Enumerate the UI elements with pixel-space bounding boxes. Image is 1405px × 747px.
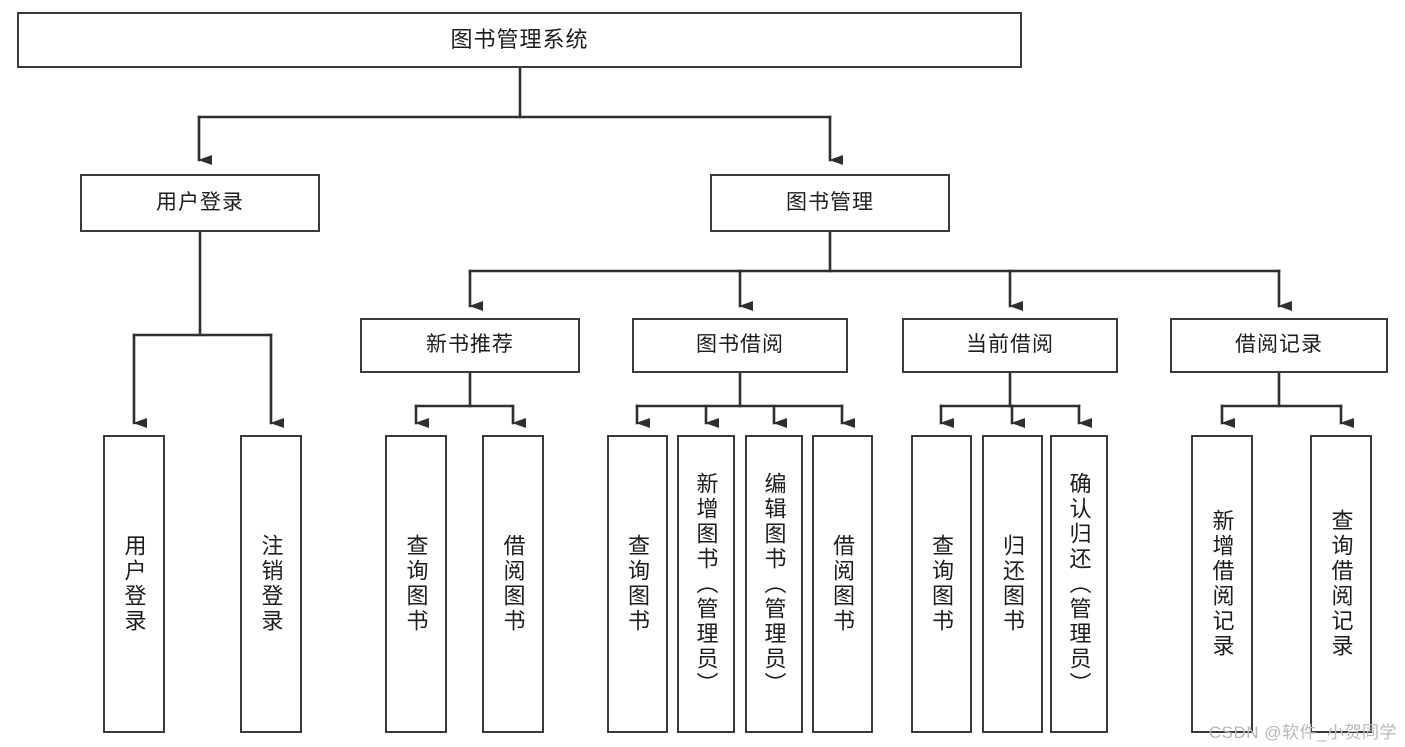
node-user-login-label: 用户登录 <box>156 190 244 214</box>
node-book-management[interactable]: 图书管理 <box>710 174 950 232</box>
leaf-node-label: 注销登录 <box>258 534 284 634</box>
leaf-node[interactable]: 查询图书 <box>607 435 668 733</box>
node-borrow-record[interactable]: 借阅记录 <box>1170 318 1388 373</box>
leaf-node[interactable]: 查询借阅记录 <box>1310 435 1372 733</box>
leaf-node-label: 新增借阅记录 <box>1209 509 1235 659</box>
leaf-node-label: 确认归还（管理员） <box>1066 471 1092 697</box>
node-new-book-recommend-label: 新书推荐 <box>426 333 514 357</box>
leaf-node-label: 借阅图书 <box>500 534 526 634</box>
leaf-node[interactable]: 借阅图书 <box>482 435 544 733</box>
leaf-node[interactable]: 确认归还（管理员） <box>1050 435 1108 733</box>
leaf-node[interactable]: 用户登录 <box>103 435 165 733</box>
node-current-borrow[interactable]: 当前借阅 <box>902 318 1118 373</box>
leaf-node[interactable]: 查询图书 <box>385 435 447 733</box>
node-current-borrow-label: 当前借阅 <box>966 333 1054 357</box>
leaf-node[interactable]: 借阅图书 <box>812 435 873 733</box>
node-borrow-record-label: 借阅记录 <box>1235 333 1323 357</box>
node-root-label: 图书管理系统 <box>450 27 589 53</box>
leaf-node-label: 借阅图书 <box>830 534 856 634</box>
leaf-node[interactable]: 新增图书（管理员） <box>677 435 735 733</box>
leaf-node[interactable]: 归还图书 <box>982 435 1043 733</box>
leaf-node-label: 查询图书 <box>929 534 955 634</box>
leaf-node-label: 用户登录 <box>121 534 147 634</box>
leaf-node-label: 查询借阅记录 <box>1328 509 1354 659</box>
leaf-node-label: 查询图书 <box>403 534 429 634</box>
leaf-node[interactable]: 注销登录 <box>240 435 302 733</box>
leaf-node-label: 归还图书 <box>1000 534 1026 634</box>
node-book-borrow-label: 图书借阅 <box>696 333 784 357</box>
leaf-node-label: 新增图书（管理员） <box>693 471 719 697</box>
node-book-borrow[interactable]: 图书借阅 <box>632 318 848 373</box>
leaf-node[interactable]: 新增借阅记录 <box>1191 435 1253 733</box>
leaf-node-label: 查询图书 <box>625 534 651 634</box>
node-book-management-label: 图书管理 <box>786 190 874 214</box>
leaf-node[interactable]: 查询图书 <box>911 435 972 733</box>
node-user-login[interactable]: 用户登录 <box>80 174 320 232</box>
node-new-book-recommend[interactable]: 新书推荐 <box>360 318 580 373</box>
node-root[interactable]: 图书管理系统 <box>17 12 1022 68</box>
leaf-node[interactable]: 编辑图书（管理员） <box>745 435 803 733</box>
leaf-node-label: 编辑图书（管理员） <box>761 471 787 697</box>
